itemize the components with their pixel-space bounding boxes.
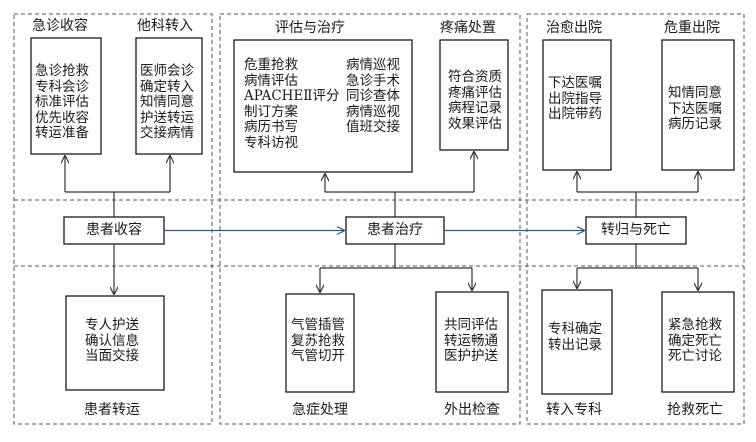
patient-transfer-items: 专人护送确认信息当面交接 bbox=[85, 317, 139, 365]
outcome-hub-box bbox=[585, 216, 687, 245]
evaluation-items-right-line-4: 病情巡视 bbox=[346, 103, 400, 120]
cured-discharge-title: 治愈出院 bbox=[546, 20, 602, 36]
transfer-in-box bbox=[135, 37, 203, 155]
patient-transfer-box bbox=[65, 295, 165, 391]
emergency-admission-items-line-3: 标准评估 bbox=[35, 94, 89, 110]
cured-discharge-items: 下达医嘱出院指导出院带药 bbox=[548, 75, 602, 123]
pain-management-box bbox=[439, 39, 509, 151]
emergency-admission-items: 急诊抢救专科会诊标准评估优先收容转运准备 bbox=[35, 63, 89, 142]
transfer-out-items: 专科确定转出记录 bbox=[548, 321, 602, 353]
emergency-procedure-items-line-3: 气管切开 bbox=[291, 348, 345, 364]
evaluation-items-left-line-5: 病历书写 bbox=[244, 119, 298, 135]
cured-discharge-box bbox=[542, 39, 612, 171]
emergency-procedure-box bbox=[285, 293, 355, 393]
outcome-hub-label: 转归与死亡 bbox=[601, 222, 671, 238]
external-exam-title: 外出检查 bbox=[444, 402, 500, 418]
transfer-in-items-line-5: 交接病情 bbox=[140, 125, 194, 141]
emergency-admission-items-line-4: 优先收容 bbox=[35, 109, 89, 126]
transfer-in-items-line-1: 医师会诊 bbox=[140, 63, 194, 79]
emergency-admission-box bbox=[30, 37, 102, 155]
evaluation-items-left-line-3: APACHEⅡ评分 bbox=[244, 88, 340, 104]
transfer-in-items-line-2: 确定转入 bbox=[140, 78, 194, 95]
emergency-procedure-items-line-1: 气管插管 bbox=[291, 317, 345, 333]
external-exam-items-line-3: 医护护送 bbox=[444, 348, 498, 364]
pain-management-items-line-1: 符合资质 bbox=[448, 69, 502, 85]
transfer-in-items-line-3: 知情同意 bbox=[140, 94, 194, 110]
treatment-hub-label: 患者治疗 bbox=[367, 222, 423, 238]
evaluation-items-right-line-1: 病情巡视 bbox=[346, 57, 400, 73]
transfer-out-title: 转入专科 bbox=[546, 402, 602, 418]
evaluation-items-left-line-4: 制订方案 bbox=[244, 103, 298, 120]
critical-discharge-items-line-2: 下达医嘱 bbox=[668, 100, 722, 117]
emergency-admission-items-line-2: 专科会诊 bbox=[35, 78, 89, 95]
external-exam-items-line-2: 转运畅通 bbox=[444, 332, 498, 349]
external-exam-box bbox=[435, 291, 509, 393]
pain-management-title: 疼痛处置 bbox=[440, 20, 496, 36]
transfer-out-box bbox=[541, 289, 613, 395]
evaluation-title: 评估与治疗 bbox=[275, 20, 345, 36]
death-items-line-3: 死亡讨论 bbox=[668, 348, 722, 364]
treatment-hub-box bbox=[345, 216, 445, 245]
emergency-admission-items-line-1: 急诊抢救 bbox=[35, 63, 89, 79]
evaluation-items-right-line-3: 同诊查体 bbox=[346, 88, 400, 104]
pain-management-items-line-4: 效果评估 bbox=[448, 115, 502, 132]
transfer-out-items-line-1: 专科确定 bbox=[548, 321, 602, 337]
emergency-procedure-title: 急症处理 bbox=[292, 402, 348, 418]
patient-transfer-items-line-1: 专人护送 bbox=[85, 317, 139, 333]
transfer-in-title: 他科转入 bbox=[137, 18, 193, 34]
pain-management-items: 符合资质疼痛评估病程记录效果评估 bbox=[448, 69, 502, 132]
frame-outcome bbox=[526, 13, 745, 425]
critical-discharge-items-line-3: 病历记录 bbox=[668, 116, 722, 132]
external-exam-items-line-1: 共同评估 bbox=[444, 317, 498, 333]
death-items-line-1: 紧急抢救 bbox=[668, 317, 722, 333]
transfer-in-items: 医师会诊确定转入知情同意护送转运交接病情 bbox=[140, 63, 194, 142]
critical-discharge-box bbox=[661, 39, 735, 171]
death-title: 抢救死亡 bbox=[667, 402, 723, 418]
cured-discharge-items-line-2: 出院指导 bbox=[548, 90, 602, 107]
frame-treatment bbox=[219, 13, 521, 425]
evaluation-items-right-line-5: 值班交接 bbox=[346, 119, 400, 135]
external-exam-items: 共同评估转运畅通医护护送 bbox=[444, 317, 498, 365]
emergency-admission-items-line-5: 转运准备 bbox=[35, 125, 89, 141]
critical-discharge-title: 危重出院 bbox=[664, 20, 720, 36]
evaluation-items-left-line-1: 危重抢救 bbox=[244, 57, 298, 73]
frame-admission bbox=[13, 13, 213, 425]
death-items-line-2: 确定死亡 bbox=[668, 332, 722, 349]
evaluation-box bbox=[233, 39, 413, 173]
patient-transfer-items-line-3: 当面交接 bbox=[85, 348, 139, 364]
admission-hub-label: 患者收容 bbox=[86, 222, 142, 238]
evaluation-items-right-line-2: 急诊手术 bbox=[346, 72, 400, 89]
cured-discharge-items-line-3: 出院带药 bbox=[548, 106, 602, 122]
emergency-procedure-items: 气管插管复苏抢救气管切开 bbox=[291, 317, 345, 365]
critical-discharge-items-line-1: 知情同意 bbox=[668, 85, 722, 101]
emergency-procedure-items-line-2: 复苏抢救 bbox=[291, 332, 345, 349]
evaluation-items-right: 病情巡视急诊手术同诊查体病情巡视值班交接 bbox=[346, 57, 400, 136]
patient-transfer-title: 患者转运 bbox=[84, 402, 140, 418]
pain-management-items-line-3: 病程记录 bbox=[448, 100, 502, 116]
death-box bbox=[661, 291, 735, 393]
death-items: 紧急抢救确定死亡死亡讨论 bbox=[668, 317, 722, 365]
evaluation-items-left-line-6: 专科访视 bbox=[244, 134, 298, 151]
evaluation-items-left-line-2: 病情评估 bbox=[244, 72, 298, 89]
emergency-admission-title: 急诊收容 bbox=[32, 18, 88, 34]
transfer-in-items-line-4: 护送转运 bbox=[140, 109, 194, 126]
patient-transfer-items-line-2: 确认信息 bbox=[85, 332, 139, 349]
critical-discharge-items: 知情同意下达医嘱病历记录 bbox=[668, 85, 722, 133]
section-frames bbox=[13, 13, 745, 425]
transfer-out-items-line-2: 转出记录 bbox=[548, 336, 602, 353]
cured-discharge-items-line-1: 下达医嘱 bbox=[548, 75, 602, 91]
pain-management-items-line-2: 疼痛评估 bbox=[448, 84, 502, 101]
